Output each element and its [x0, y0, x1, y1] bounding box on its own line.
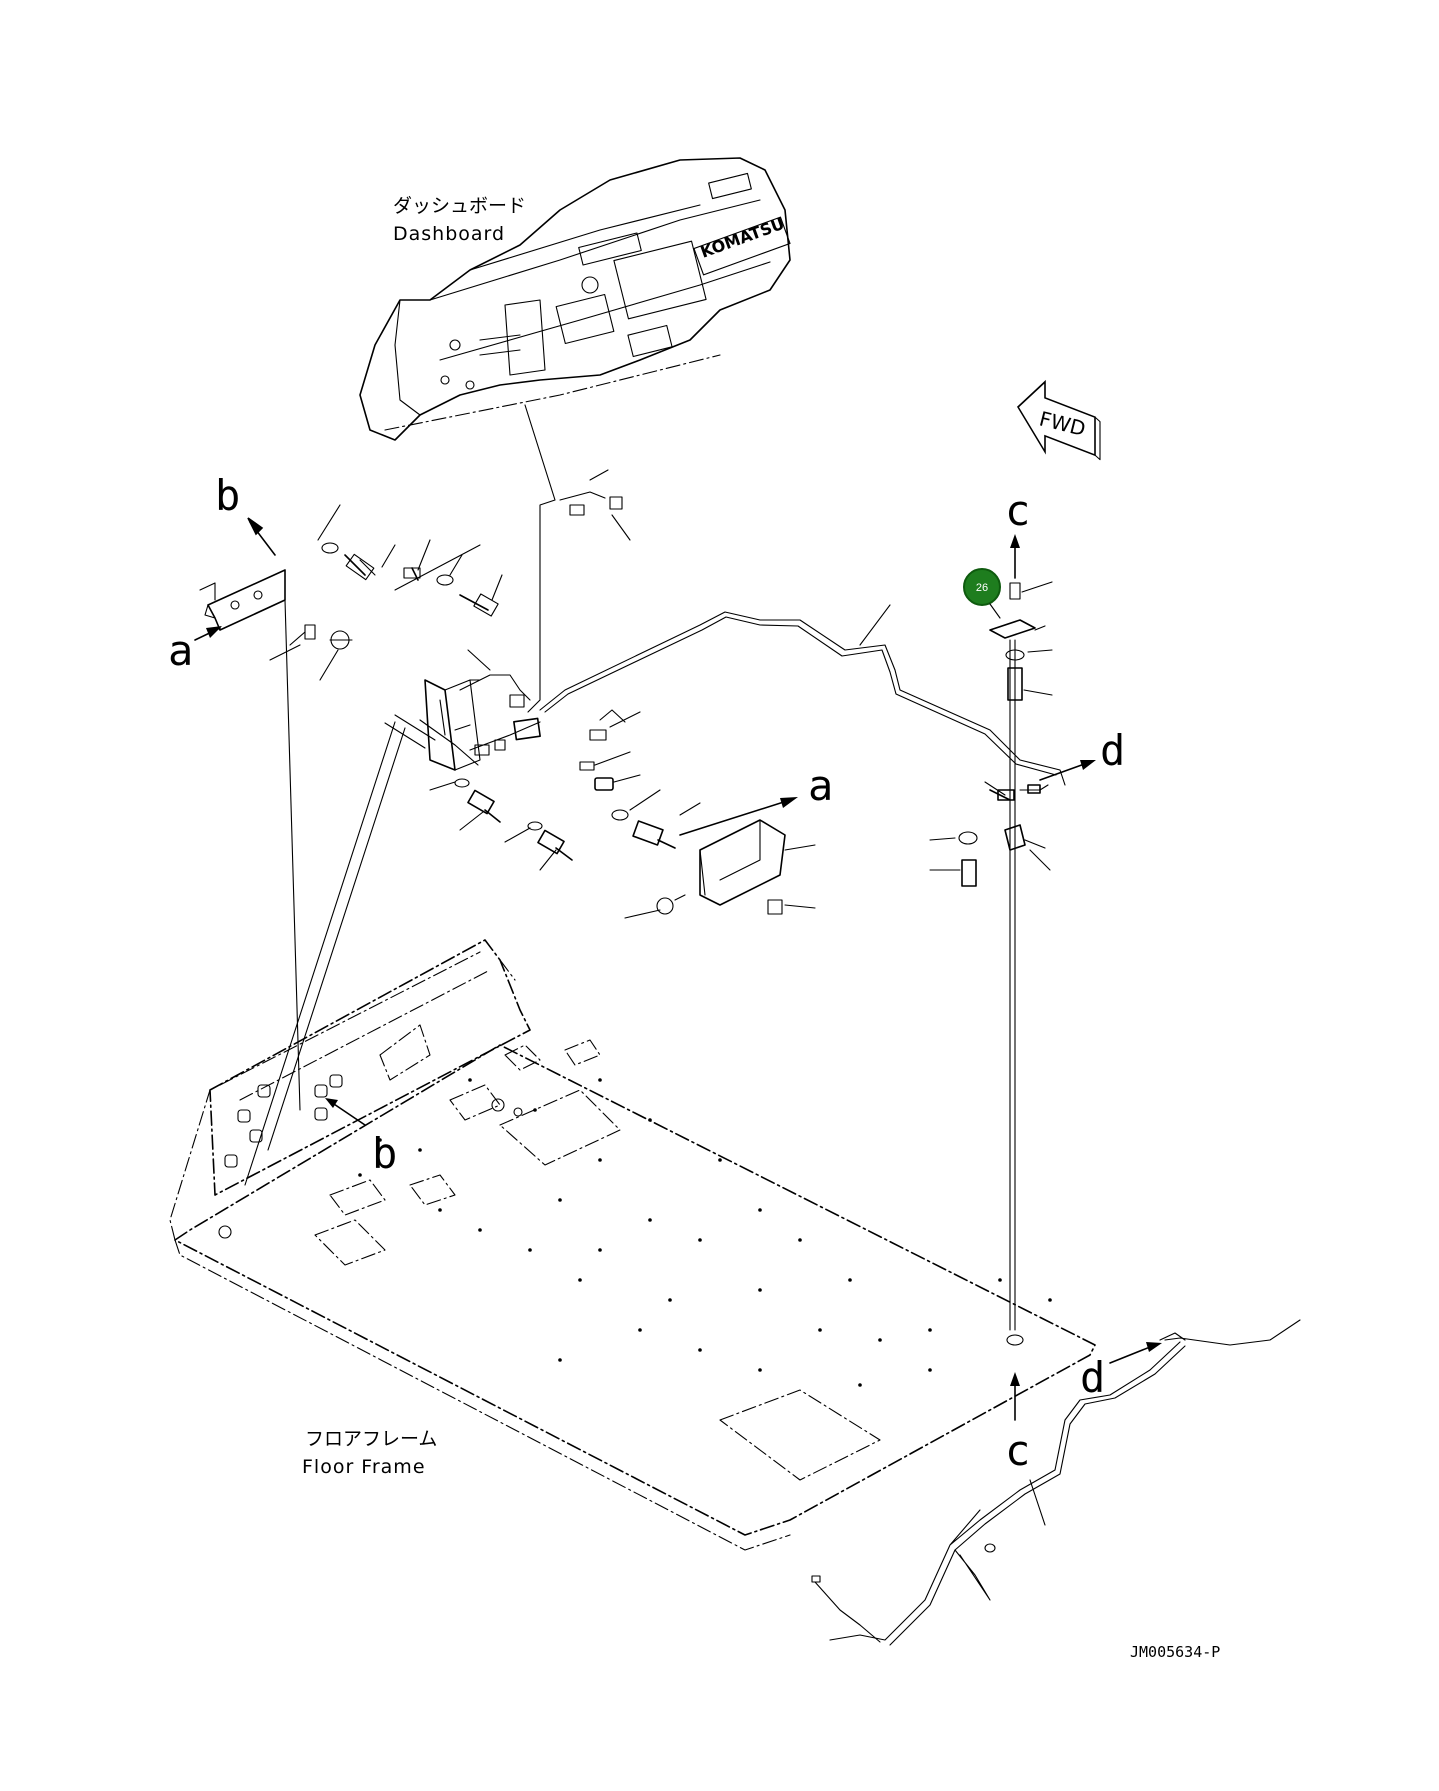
ref-c-bottom: c	[1005, 1426, 1030, 1475]
dashboard-label-jp: ダッシュボード	[393, 195, 526, 217]
harness-main-right	[539, 611, 1066, 786]
drawing-number: JM005634-P	[1130, 1643, 1220, 1661]
hardware-cluster-left	[317, 504, 503, 617]
floor-frame-label-en: Floor Frame	[302, 1456, 426, 1478]
ref-d-right: d	[1100, 726, 1125, 775]
ref-c-top: c	[1005, 486, 1030, 535]
floor-frame-label-jp: フロアフレーム	[305, 1428, 437, 1450]
ref-b-top: b	[215, 471, 240, 520]
brand-logo-text: KOMATSU	[698, 214, 787, 262]
harness-bottom	[829, 1319, 1301, 1641]
controller-box	[384, 649, 541, 771]
harness-dashboard-link	[524, 404, 556, 713]
dashboard-label-en: Dashboard	[393, 223, 505, 245]
callout-26-badge[interactable]	[963, 568, 1001, 606]
right-hardware-stack	[929, 581, 1053, 1331]
left-bracket	[199, 569, 286, 631]
floor-holes	[358, 1078, 1052, 1387]
connector-cluster	[269, 624, 353, 681]
ref-a-left: a	[168, 626, 193, 675]
ref-b-floor: b	[372, 1129, 397, 1178]
callout-26[interactable]: 26	[963, 568, 1001, 619]
floor-frame	[169, 599, 1096, 1551]
hardware-cluster-center	[429, 709, 816, 919]
wall-pins	[224, 1074, 343, 1168]
ref-d-bottom: d	[1080, 1353, 1105, 1402]
callout-26-number: 26	[976, 582, 988, 594]
fwd-arrow: FWD	[1016, 379, 1101, 461]
ref-a-top: a	[808, 761, 833, 810]
